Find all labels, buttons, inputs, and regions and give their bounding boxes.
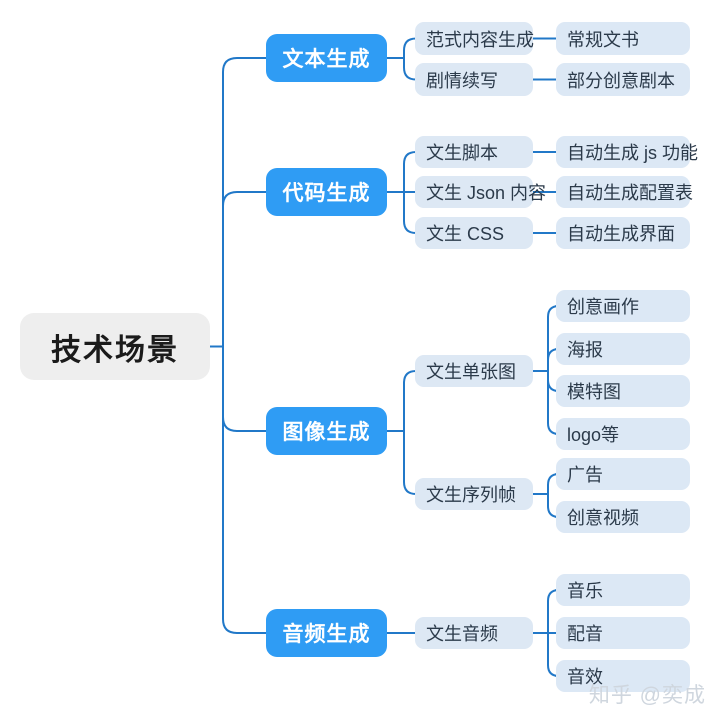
- leaf-node-1-2-0[interactable]: 自动生成界面: [556, 217, 690, 249]
- leaf-node-1-0-0[interactable]: 自动生成 js 功能: [556, 136, 698, 168]
- node-label: logo等: [567, 425, 620, 445]
- node-label: 代码生成: [282, 182, 371, 205]
- node-label: 自动生成界面: [567, 224, 675, 244]
- node-label: 文生单张图: [426, 362, 516, 382]
- node-label: 文生序列帧: [426, 485, 516, 505]
- watermark: 知乎 @奕成: [588, 684, 706, 707]
- sub-node-2-1[interactable]: 文生序列帧: [415, 478, 533, 510]
- branch-node-3[interactable]: 音频生成: [266, 609, 387, 657]
- sub-node-3-0[interactable]: 文生音频: [415, 617, 533, 649]
- leaf-node-2-0-0[interactable]: 创意画作: [556, 290, 690, 322]
- node-label: 常规文书: [567, 29, 639, 50]
- node-label: 范式内容生成: [426, 29, 534, 50]
- node-label: 创意视频: [567, 508, 639, 528]
- leaf-node-2-0-3[interactable]: logo等: [556, 418, 690, 450]
- node-label: 音效: [567, 667, 603, 687]
- node-label: 创意画作: [567, 297, 639, 317]
- leaf-node-1-1-0[interactable]: 自动生成配置表: [556, 176, 693, 208]
- branch-node-1[interactable]: 代码生成: [266, 168, 387, 216]
- node-label: 剧情续写: [426, 70, 498, 91]
- sub-node-0-1[interactable]: 剧情续写: [415, 63, 533, 96]
- node-label: 文本生成: [282, 48, 371, 71]
- node-label: 文生脚本: [426, 143, 498, 163]
- sub-node-1-0[interactable]: 文生脚本: [415, 136, 533, 168]
- leaf-node-3-0-2[interactable]: 音效: [556, 660, 690, 692]
- leaf-node-2-0-1[interactable]: 海报: [556, 333, 690, 365]
- node-label: 文生 CSS: [426, 224, 505, 244]
- branch-node-0[interactable]: 文本生成: [266, 34, 387, 82]
- node-label: 文生音频: [426, 624, 498, 644]
- leaf-node-2-0-2[interactable]: 模特图: [556, 375, 690, 407]
- node-label: 技术场景: [51, 333, 179, 367]
- node-label: 图像生成: [282, 421, 371, 444]
- leaf-node-0-1-0[interactable]: 部分创意剧本: [556, 63, 690, 96]
- root-node[interactable]: 技术场景: [20, 313, 210, 380]
- node-label: 音乐: [567, 581, 603, 601]
- leaf-node-2-1-0[interactable]: 广告: [556, 458, 690, 490]
- leaf-node-3-0-0[interactable]: 音乐: [556, 574, 690, 606]
- node-label: 自动生成配置表: [567, 183, 693, 203]
- node-label: 配音: [567, 624, 603, 644]
- leaf-node-3-0-1[interactable]: 配音: [556, 617, 690, 649]
- node-label: 音频生成: [282, 623, 371, 646]
- node-label: 部分创意剧本: [567, 70, 675, 91]
- node-label: 自动生成 js 功能: [567, 143, 699, 163]
- node-label: 模特图: [567, 382, 621, 402]
- node-label: 文生 Json 内容: [426, 183, 547, 203]
- leaf-node-2-1-1[interactable]: 创意视频: [556, 501, 690, 533]
- sub-node-1-2[interactable]: 文生 CSS: [415, 217, 533, 249]
- sub-node-2-0[interactable]: 文生单张图: [415, 355, 533, 387]
- node-label: 海报: [567, 340, 603, 360]
- branch-node-2[interactable]: 图像生成: [266, 407, 387, 455]
- node-label: 广告: [567, 465, 603, 485]
- sub-node-0-0[interactable]: 范式内容生成: [415, 22, 534, 55]
- leaf-node-0-0-0[interactable]: 常规文书: [556, 22, 690, 55]
- sub-node-1-1[interactable]: 文生 Json 内容: [415, 176, 546, 208]
